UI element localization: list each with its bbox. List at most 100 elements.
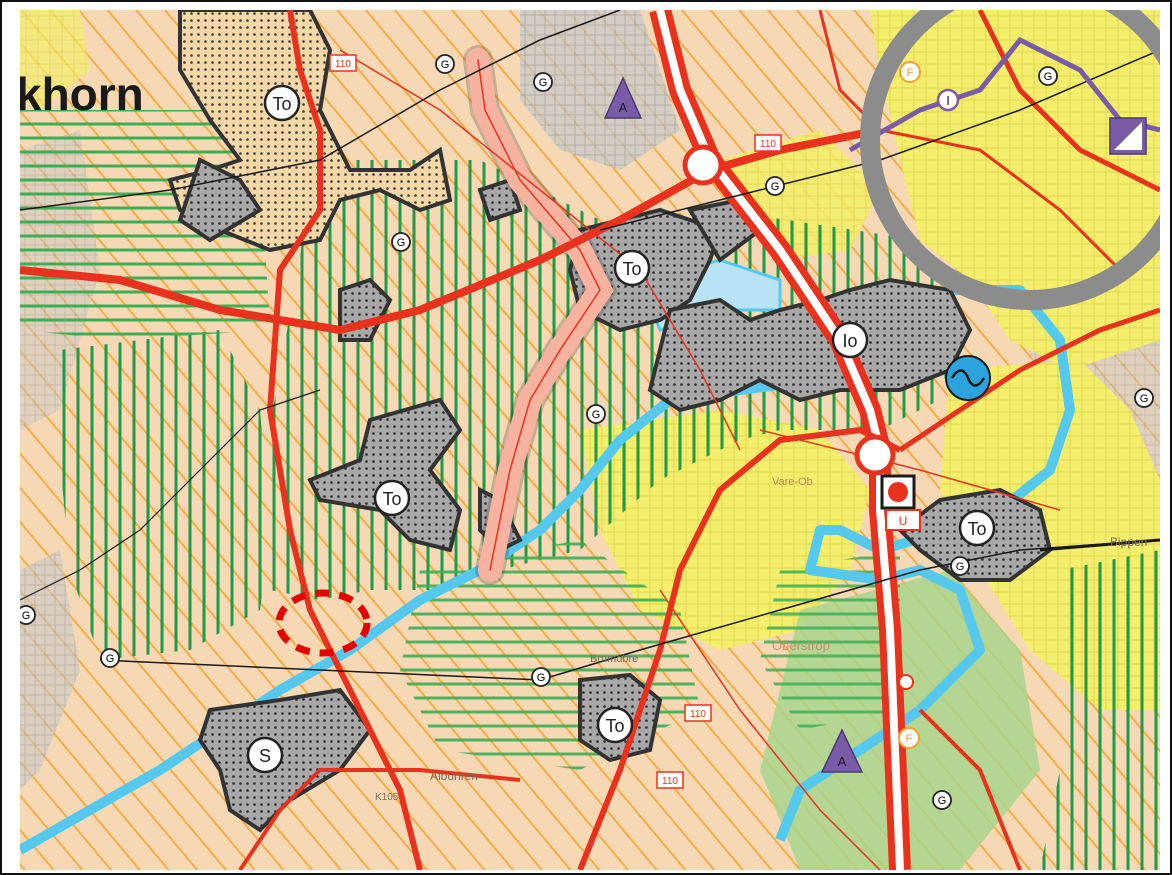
svg-text:G: G [22, 610, 31, 622]
town-area-north [520, 10, 680, 170]
svg-text:G: G [592, 409, 601, 421]
nature-priority-area-west [60, 330, 270, 660]
svg-text:To: To [382, 489, 401, 509]
map-canvas[interactable]: To To Io To To To [20, 10, 1160, 870]
town-area-southwest [20, 550, 80, 790]
road-number-box-4: 110 [754, 134, 782, 152]
road-southeast [918, 708, 1022, 870]
marker-g-10[interactable]: G [1038, 66, 1058, 86]
road-number-box-2: 110 [684, 704, 712, 722]
regional-center-circle[interactable] [860, 10, 1160, 310]
secondary-road-3 [759, 429, 1061, 511]
motorway-center [656, 10, 904, 870]
marker-g-1[interactable]: G [435, 54, 455, 74]
airport-triangle-icon-north[interactable]: A [603, 76, 643, 119]
marker-i[interactable]: I [936, 88, 960, 112]
power-plant-icon[interactable] [880, 474, 916, 510]
place-label-brumdbre: Brumdbre [590, 653, 638, 665]
power-line-north [20, 10, 621, 211]
svg-text:To: To [622, 259, 641, 279]
regional-plan-map[interactable]: To To Io To To To [20, 10, 1160, 870]
transformer-icon[interactable] [1109, 117, 1147, 155]
marker-g-8[interactable]: G [950, 556, 970, 576]
road-south [238, 768, 521, 870]
svg-text:G: G [537, 672, 546, 684]
place-title: khorn [20, 68, 144, 120]
marker-g-7[interactable]: G [531, 667, 551, 687]
road-number-box-1: 110 [329, 54, 357, 72]
svg-text:G: G [771, 181, 780, 193]
power-line-east-thick [1039, 538, 1160, 552]
svg-text:110: 110 [662, 776, 678, 787]
marker-g-11[interactable]: G [1134, 388, 1154, 408]
u-label-box[interactable]: U [885, 509, 921, 531]
road-east [898, 307, 1160, 453]
marker-g-3[interactable]: G [765, 176, 785, 196]
highlight-circle[interactable] [275, 589, 371, 657]
svg-text:G: G [539, 77, 548, 89]
svg-text:110: 110 [760, 139, 776, 150]
river [20, 285, 1075, 855]
symbol-io[interactable]: Io [831, 321, 869, 359]
place-label-oberstrop: Oberstrop [772, 638, 830, 653]
svg-text:A: A [838, 754, 847, 769]
svg-text:To: To [967, 519, 986, 539]
road-northeast [977, 10, 1160, 193]
symbol-to-5[interactable]: To [596, 706, 634, 744]
settlement-area-northwest [20, 10, 90, 110]
svg-text:Io: Io [842, 331, 857, 351]
power-line-south [99, 539, 1160, 681]
svg-text:A: A [619, 100, 628, 115]
marker-g-6[interactable]: G [100, 648, 120, 668]
symbol-s[interactable]: S [246, 736, 284, 774]
main-road-south-center [577, 426, 902, 870]
symbol-to-2[interactable]: To [613, 249, 651, 287]
svg-text:G: G [106, 653, 115, 665]
nature-reserve-area-east [760, 550, 900, 730]
marker-g-9[interactable]: G [932, 790, 952, 810]
main-road-east-west [20, 126, 881, 335]
marker-f-1[interactable]: F [899, 61, 921, 83]
waterworks-icon[interactable] [945, 355, 991, 401]
marker-f-2[interactable]: F [898, 727, 920, 749]
svg-text:G: G [441, 59, 450, 71]
road-label-k105-1: K105 [375, 792, 399, 803]
road-number-box-3: 110 [656, 771, 684, 789]
symbol-to-1[interactable]: To [263, 84, 301, 122]
symbol-to-3[interactable]: To [373, 479, 411, 517]
protected-area-small-3 [477, 177, 523, 223]
svg-text:G: G [397, 237, 406, 249]
nature-priority-area-southeast [1040, 550, 1160, 870]
marker-g-2[interactable]: G [533, 72, 553, 92]
svg-text:G: G [1140, 393, 1149, 405]
svg-text:U: U [899, 514, 908, 528]
marker-g-5[interactable]: G [586, 404, 606, 424]
road-northeast-2 [818, 10, 1122, 272]
symbol-to-4[interactable]: To [958, 509, 996, 547]
place-label-albuehren: Albühren [430, 769, 478, 783]
main-road-north-south-west [266, 10, 423, 870]
marker-g-12[interactable]: G [20, 605, 36, 625]
small-road-marker [898, 674, 914, 690]
place-label-bippen: Bippen [1110, 535, 1147, 549]
svg-text:G: G [956, 561, 965, 573]
secondary-road-2 [659, 589, 881, 870]
marker-g-4[interactable]: G [391, 232, 411, 252]
motorway-junction-south[interactable] [854, 434, 896, 476]
place-label-vare: Vare-Ob [772, 476, 813, 488]
svg-text:110: 110 [690, 709, 706, 720]
svg-text:F: F [907, 67, 914, 79]
svg-text:I: I [946, 93, 950, 108]
svg-text:To: To [605, 716, 624, 736]
svg-text:G: G [1044, 71, 1053, 83]
tourism-area-west-center [307, 397, 463, 553]
svg-text:G: G [938, 795, 947, 807]
motorway-junction-north[interactable] [682, 144, 724, 186]
svg-text:To: To [272, 94, 291, 114]
airport-triangle-icon-south[interactable]: A [820, 728, 864, 773]
svg-text:110: 110 [335, 59, 351, 70]
planned-road-centerline [477, 59, 601, 571]
power-line-west [20, 389, 321, 601]
svg-text:F: F [906, 733, 913, 745]
